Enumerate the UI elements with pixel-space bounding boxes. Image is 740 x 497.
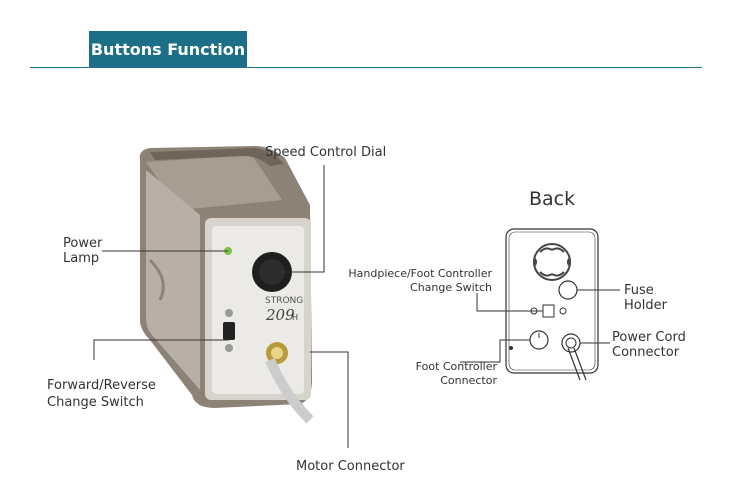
- back-title: Back: [529, 188, 576, 210]
- foot-connector-label-1: Foot Controller: [415, 360, 497, 373]
- handpiece-switch-label-2: Change Switch: [410, 281, 492, 294]
- back-panel-illustration: [505, 228, 599, 381]
- motor-connector-label: Motor Connector: [296, 459, 405, 474]
- power-cord-connector-icon[interactable]: [561, 333, 581, 353]
- fuse-holder-label-2: Holder: [624, 298, 667, 313]
- handpiece-switch-label-1: Handpiece/Foot Controller: [348, 267, 492, 280]
- section-title: Buttons Function: [89, 31, 247, 67]
- device-illustration: STRONG 209 H: [139, 146, 314, 424]
- forward-reverse-switch[interactable]: [223, 322, 235, 340]
- power-lamp-label-2: Lamp: [63, 251, 100, 266]
- fr-switch-label-2: Change Switch: [47, 395, 144, 410]
- leader-lines: [93, 165, 349, 448]
- back-leader-lines: [460, 289, 620, 363]
- fuse-holder-label-1: Fuse: [624, 283, 654, 298]
- model-suffix: H: [292, 313, 298, 322]
- handpiece-switch-icon[interactable]: [542, 304, 555, 318]
- header-divider: [30, 67, 702, 68]
- fan-icon: [533, 243, 571, 281]
- speed-dial-label: Speed Control Dial: [265, 145, 387, 160]
- brand-logo: STRONG: [265, 296, 303, 306]
- power-cord-label-2: Connector: [612, 345, 680, 360]
- power-cord-label-1: Power Cord: [612, 330, 686, 345]
- power-lamp-label-1: Power: [63, 236, 103, 251]
- fr-switch-label-1: Forward/Reverse: [47, 378, 156, 393]
- fuse-holder-icon[interactable]: [558, 280, 578, 300]
- model-logo: 209: [265, 306, 295, 324]
- foot-connector-label-2: Connector: [440, 374, 497, 387]
